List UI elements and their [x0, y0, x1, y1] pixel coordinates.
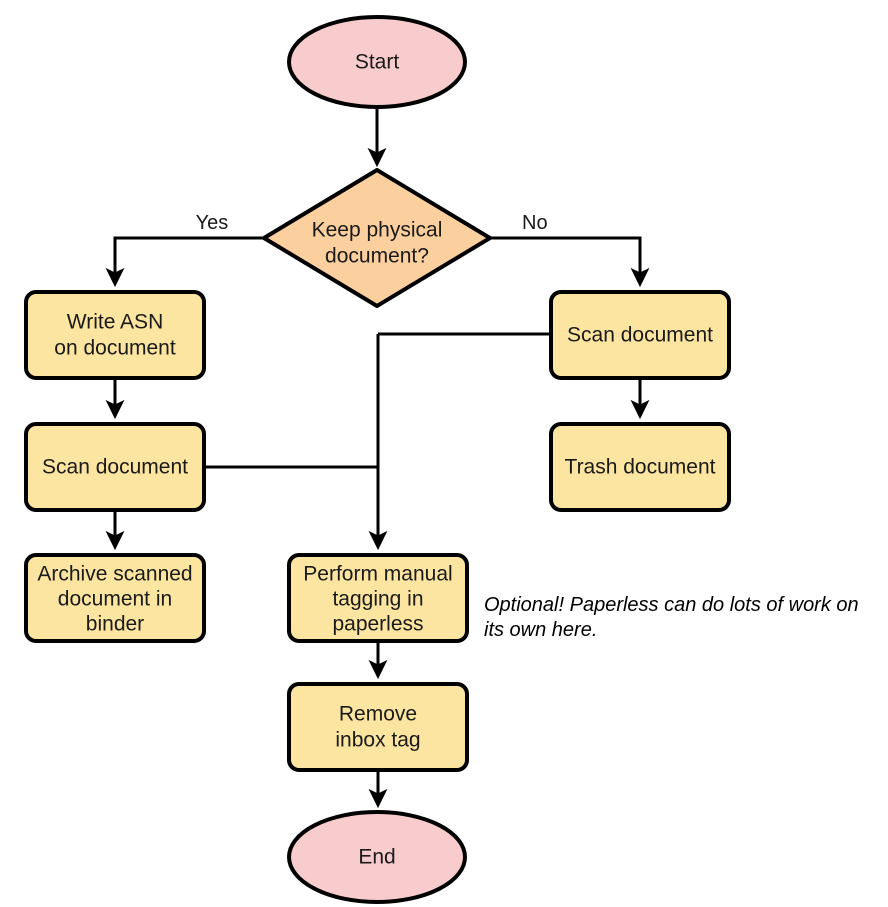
start-ellipse-shape[interactable] — [287, 15, 467, 109]
write-asn-label-line-1: Write ASN — [67, 311, 163, 334]
scan-document-right-rect-shape[interactable] — [549, 290, 731, 380]
node-scan-document-right[interactable]: Scan document — [549, 290, 731, 380]
decision-label-line-2: document? — [325, 245, 429, 268]
optional-note-line-1: Optional! Paperless can do lots of work … — [484, 594, 859, 616]
node-remove-inbox-tag[interactable]: Remove inbox tag — [287, 682, 469, 772]
decision-label-line-1: Keep physical — [312, 219, 443, 242]
manual-tagging-label-line-2: tagging in — [332, 588, 423, 611]
end-label: End — [358, 846, 395, 869]
node-trash-document[interactable]: Trash document — [549, 422, 731, 512]
node-end[interactable]: End — [287, 810, 467, 904]
write-asn-rect-shape[interactable] — [24, 290, 206, 380]
archive-scanned-rect-shape[interactable] — [24, 553, 206, 643]
scan-document-right-label: Scan document — [567, 324, 713, 347]
remove-inbox-tag-label-line-2: inbox tag — [335, 729, 420, 752]
node-perform-manual-tagging[interactable]: Perform manual tagging in paperless — [287, 553, 469, 643]
end-ellipse-shape[interactable] — [287, 810, 467, 904]
scan-document-left-label: Scan document — [42, 456, 188, 479]
archive-scanned-label-line-2: document in — [58, 588, 172, 611]
edge-label-layer: Yes No — [196, 212, 548, 234]
edge-label-yes: Yes — [196, 212, 229, 234]
remove-inbox-tag-label-line-1: Remove — [339, 703, 417, 726]
start-label: Start — [355, 51, 400, 74]
archive-scanned-label-line-1: Archive scanned — [37, 563, 192, 586]
trash-document-label: Trash document — [565, 456, 716, 479]
archive-scanned-label-line-3: binder — [86, 613, 144, 636]
edge-layer — [105, 107, 650, 809]
remove-inbox-tag-rect-shape[interactable] — [287, 682, 469, 772]
node-start[interactable]: Start — [287, 15, 467, 109]
manual-tagging-label-line-3: paperless — [332, 613, 423, 636]
edge-decision-no — [490, 236, 650, 288]
scan-document-left-rect-shape[interactable] — [24, 422, 206, 512]
edge-label-no: No — [522, 212, 548, 234]
write-asn-label-line-2: on document — [54, 337, 176, 360]
decision-diamond-shape[interactable] — [262, 168, 492, 308]
manual-tagging-rect-shape[interactable] — [287, 553, 469, 643]
node-write-asn-on-document[interactable]: Write ASN on document — [24, 290, 206, 380]
optional-note-line-2: its own here. — [484, 619, 597, 641]
trash-document-rect-shape[interactable] — [549, 422, 731, 512]
manual-tagging-label-line-1: Perform manual — [303, 563, 452, 586]
edge-decision-yes — [105, 236, 264, 288]
node-keep-physical-document[interactable]: Keep physical document? — [262, 168, 492, 308]
node-archive-scanned-document[interactable]: Archive scanned document in binder — [24, 553, 206, 643]
node-layer: Start Keep physical document? Write ASN … — [24, 15, 731, 904]
node-scan-document-left[interactable]: Scan document — [24, 422, 206, 512]
annotation-layer: Optional! Paperless can do lots of work … — [484, 594, 859, 641]
